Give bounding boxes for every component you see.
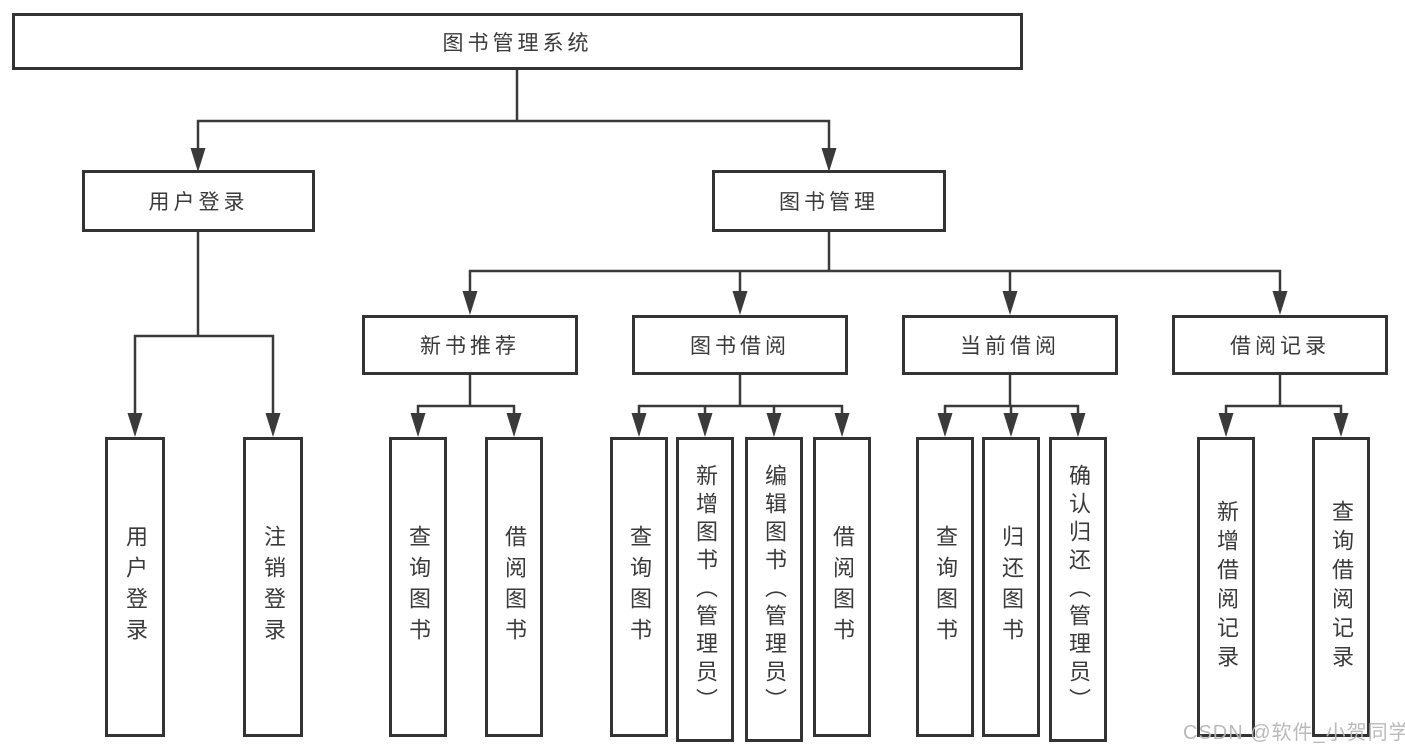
leaf-borrow-books-1: 借阅图书 (485, 437, 543, 737)
node-book-borrowing: 图书借阅 (632, 315, 848, 375)
arrow-down-icons (127, 148, 1349, 437)
leaf-confirm-return-admin: 确认归还（管理员） (1049, 437, 1107, 742)
node-label: 借阅图书 (830, 525, 855, 649)
node-label: 当前借阅 (960, 335, 1060, 358)
node-label: 查询图书 (933, 525, 958, 649)
leaf-return-books: 归还图书 (982, 437, 1040, 737)
node-label: 图书管理系统 (442, 31, 593, 55)
csdn-watermark: CSDN @软件_小贺同学 (1183, 722, 1405, 744)
node-label: 图书借阅 (690, 335, 790, 358)
leaf-borrow-books-2: 借阅图书 (813, 437, 871, 737)
leaf-add-borrow-record: 新增借阅记录 (1197, 437, 1255, 737)
leaf-edit-book-admin: 编辑图书（管理员） (745, 437, 803, 742)
node-label: 新增借阅记录 (1214, 500, 1239, 674)
node-user-login: 用户登录 (82, 170, 315, 232)
leaf-user-login: 用户登录 (105, 437, 165, 737)
node-label: 编辑图书（管理员） (762, 463, 787, 716)
node-borrowing-records: 借阅记录 (1172, 315, 1388, 375)
node-label: 新书推荐 (420, 335, 520, 358)
node-label: 归还图书 (999, 525, 1024, 649)
node-label: 新增图书（管理员） (693, 463, 718, 716)
node-library-management-system: 图书管理系统 (12, 13, 1023, 70)
node-label: 确认归还（管理员） (1066, 463, 1091, 716)
leaf-query-books-2: 查询图书 (610, 437, 668, 737)
leaf-logout-login: 注销登录 (243, 437, 303, 737)
node-label: 注销登录 (261, 525, 286, 649)
node-label: 用户登录 (123, 525, 148, 649)
node-label: 查询图书 (406, 525, 431, 649)
node-current-borrowing: 当前借阅 (902, 315, 1118, 375)
leaf-add-book-admin: 新增图书（管理员） (676, 437, 734, 742)
node-label: 用户登录 (148, 191, 249, 214)
node-book-management: 图书管理 (712, 170, 946, 232)
node-label: 借阅图书 (502, 525, 527, 649)
node-label: 查询借阅记录 (1329, 500, 1354, 674)
leaf-query-books-1: 查询图书 (389, 437, 447, 737)
node-label: 借阅记录 (1230, 335, 1330, 358)
node-label: 查询图书 (627, 525, 652, 649)
leaf-query-books-3: 查询图书 (916, 437, 974, 737)
leaf-query-borrow-record: 查询借阅记录 (1312, 437, 1370, 737)
node-new-book-recommend: 新书推荐 (362, 315, 578, 375)
node-label: 图书管理 (779, 191, 879, 214)
